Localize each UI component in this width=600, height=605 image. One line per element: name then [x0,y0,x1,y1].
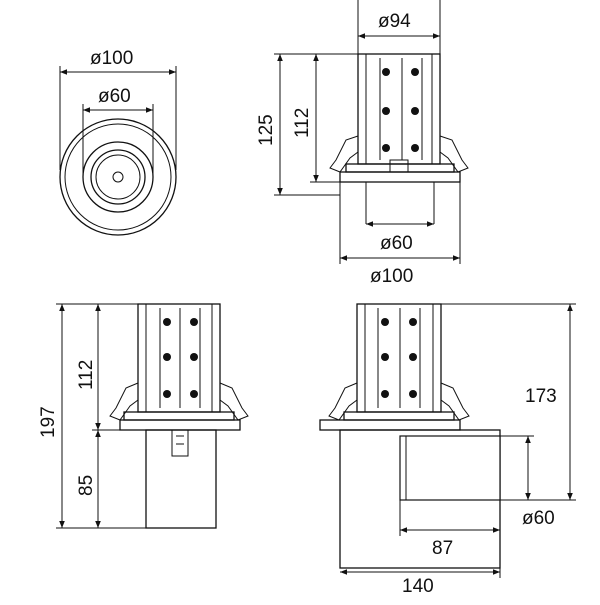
side-tilted-offset-label: 87 [432,538,453,559]
side-extended-total-height-label: 197 [38,406,59,438]
top-view-outer-diameter-label: ø100 [90,48,133,69]
side-view-extended: 197 112 85 [38,303,249,529]
front-view-total-height-label: 125 [256,114,277,146]
top-view-inner-diameter-label: ø60 [98,86,131,107]
front-view-top-diameter-label: ø94 [378,11,411,32]
front-view-outer-diameter-label: ø100 [370,266,413,287]
front-view-inner-diameter-label: ø60 [380,233,413,254]
side-view-tilted: 173 ø60 87 140 [319,303,576,597]
side-extended-body-height-label: 112 [76,360,97,390]
top-view: ø100 ø60 [59,48,177,236]
side-extended-lower-height-label: 85 [76,475,97,496]
side-tilted-diameter-label: ø60 [522,508,555,529]
front-view: ø94 125 112 ø60 ø100 [256,0,469,287]
front-view-body-height-label: 112 [292,108,313,138]
side-tilted-height-label: 173 [525,386,557,407]
side-tilted-width-label: 140 [402,576,434,597]
